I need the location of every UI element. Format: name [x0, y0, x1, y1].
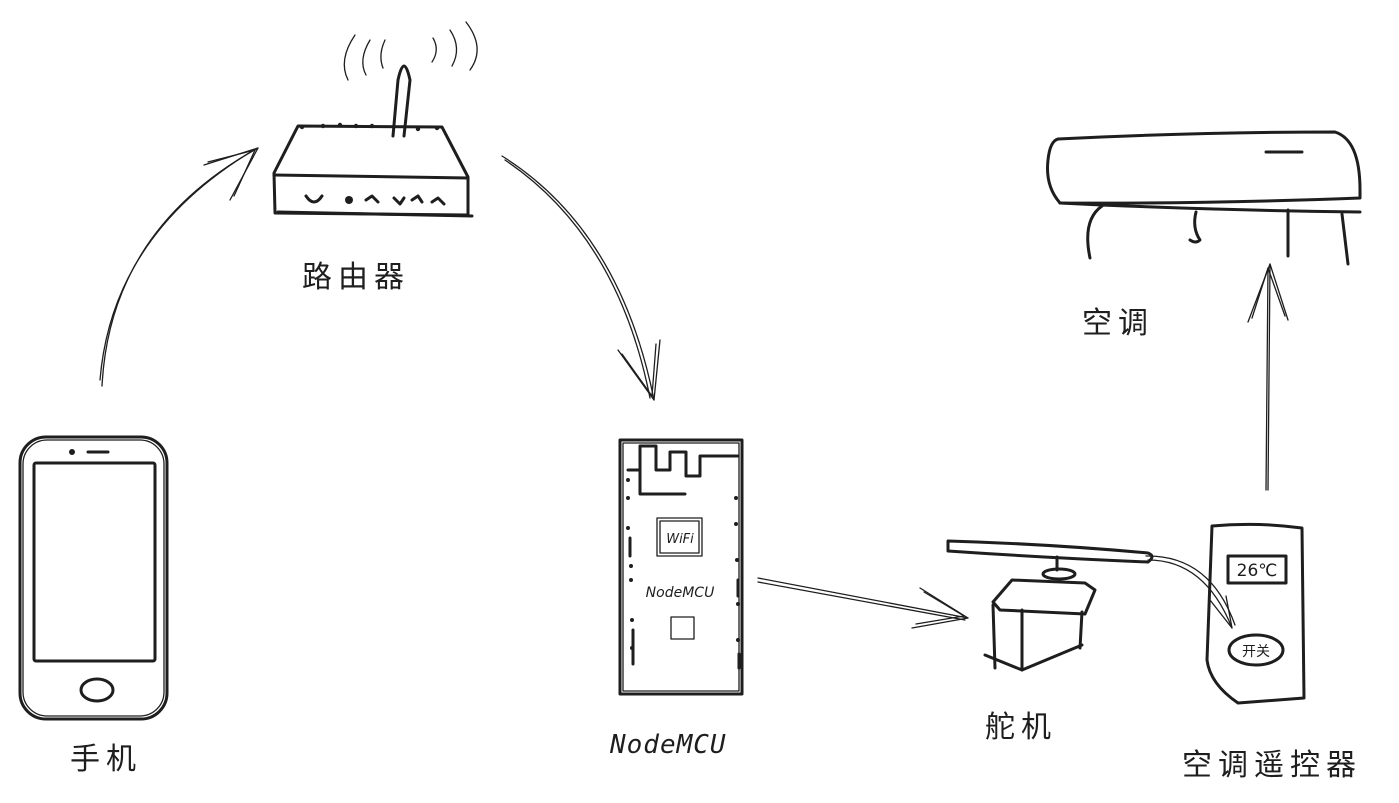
arrow-router-to-nodemcu: [501, 155, 661, 401]
servo-icon: [946, 539, 1154, 672]
nodemcu-chip-text: WiFi: [666, 532, 694, 547]
phone-label: 手机: [70, 742, 142, 777]
servo-label: 舵机: [985, 710, 1057, 745]
nodemcu-label: NodeMCU: [610, 730, 727, 760]
arrow-remote-to-ac: [1247, 263, 1289, 491]
router-icon: [272, 21, 478, 218]
arrow-servo-to-remote: [1145, 555, 1236, 629]
remote-display-text: 26℃: [1237, 561, 1278, 581]
arrow-phone-to-router: [99, 147, 259, 387]
remote-control-icon: 26℃ 开关: [1205, 522, 1306, 705]
arrow-nodemcu-to-servo: [757, 577, 969, 629]
router-label: 路由器: [302, 260, 410, 295]
nodemcu-board-text: NodeMCU: [646, 585, 715, 601]
remote-button-text: 开关: [1242, 644, 1270, 660]
air-conditioner-icon: [1046, 130, 1362, 266]
air-conditioner-label: 空调: [1082, 306, 1154, 341]
remote-label: 空调遥控器: [1182, 748, 1362, 783]
nodemcu-board-icon: WiFi NodeMCU: [618, 438, 744, 696]
phone-icon: [18, 435, 169, 721]
